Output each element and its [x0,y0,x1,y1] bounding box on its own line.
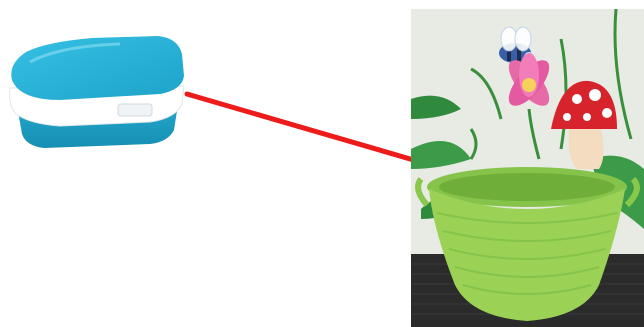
bucket-photo [411,9,644,327]
